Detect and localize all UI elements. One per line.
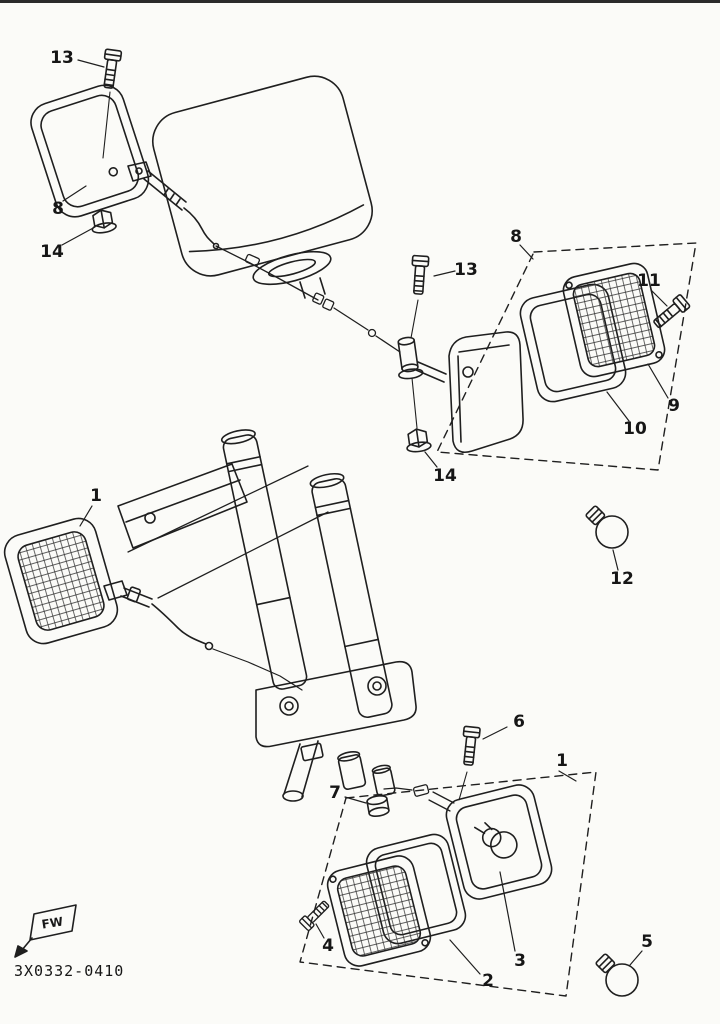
callout-1-left: 1 bbox=[90, 486, 102, 506]
callout-2: 2 bbox=[482, 971, 494, 991]
mount-arm-8-left bbox=[127, 161, 220, 250]
callout-9: 9 bbox=[668, 396, 680, 416]
lamp-housing bbox=[445, 784, 553, 900]
callout-leader-lines bbox=[61, 59, 669, 975]
callout-8-left: 8 bbox=[52, 199, 64, 219]
callout-1-lower: 1 bbox=[556, 751, 568, 771]
bolt-6 bbox=[458, 725, 482, 801]
callout-10: 10 bbox=[623, 419, 647, 439]
screw-4 bbox=[298, 897, 333, 932]
nut-14-center bbox=[403, 426, 433, 454]
flasher-body-8-right bbox=[448, 331, 524, 454]
callout-13-top: 13 bbox=[50, 48, 74, 68]
bracket-block bbox=[152, 75, 373, 277]
callout-11: 11 bbox=[637, 271, 661, 291]
harness-wire bbox=[215, 245, 401, 353]
housing-wire bbox=[383, 784, 455, 812]
flasher-1-left bbox=[3, 517, 119, 645]
flasher-1-stem bbox=[103, 580, 303, 691]
callout-3: 3 bbox=[514, 951, 526, 971]
grommet-7 bbox=[366, 794, 390, 818]
callout-12: 12 bbox=[610, 569, 634, 589]
fork-assembly bbox=[117, 429, 417, 802]
callout-labels: 13 8 14 13 8 11 9 10 14 1 12 6 1 7 4 2 3… bbox=[40, 48, 680, 991]
callout-8-right: 8 bbox=[510, 227, 522, 247]
callout-14-center: 14 bbox=[433, 466, 457, 486]
assembly-8-dashed-box bbox=[436, 242, 697, 471]
assembly-1-dashed-box bbox=[299, 771, 597, 997]
fw-direction-mark bbox=[14, 904, 77, 958]
callout-6: 6 bbox=[513, 712, 525, 732]
callout-13-center: 13 bbox=[454, 260, 478, 280]
lens-9 bbox=[562, 262, 666, 378]
scan-edge-line bbox=[0, 0, 720, 3]
bracket-slot bbox=[252, 250, 332, 299]
flasher-body-8-left bbox=[30, 84, 150, 218]
bolt-13-center bbox=[409, 254, 430, 339]
bulb-12 bbox=[584, 504, 629, 549]
callout-4: 4 bbox=[322, 936, 334, 956]
stem-arm bbox=[411, 361, 447, 429]
callout-7: 7 bbox=[329, 783, 341, 803]
fw-mark-text: FW bbox=[41, 914, 64, 931]
callout-14-left: 14 bbox=[40, 242, 64, 262]
callout-5: 5 bbox=[641, 932, 653, 952]
pivot-stem bbox=[397, 336, 424, 380]
bulb-5 bbox=[594, 952, 639, 997]
bolt-13-top-left bbox=[99, 48, 123, 159]
lens-4 bbox=[326, 855, 432, 967]
part-code: 3X0332-0410 bbox=[14, 962, 124, 980]
